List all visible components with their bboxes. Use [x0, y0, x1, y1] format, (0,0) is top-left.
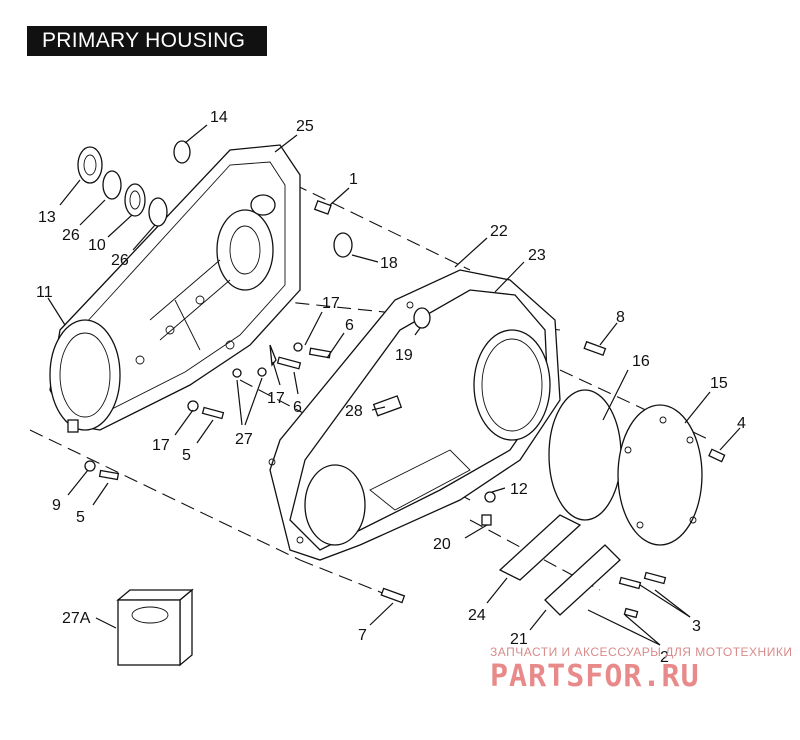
callout-17c: 17 [152, 437, 170, 454]
o-ring-16 [548, 389, 622, 521]
ring-26b [148, 197, 168, 227]
inspection-cover-parts [380, 491, 667, 619]
callout-14: 14 [210, 109, 228, 126]
callout-12: 12 [510, 481, 528, 498]
callout-8: 8 [616, 309, 625, 326]
callout-labels: 14 25 1 13 26 10 26 18 22 23 11 17 6 8 1… [36, 109, 746, 666]
callout-26a: 26 [62, 227, 80, 244]
callout-13: 13 [38, 209, 56, 226]
callout-18: 18 [380, 255, 398, 272]
screw-4 [708, 448, 726, 463]
callout-27: 27 [235, 431, 253, 448]
callout-6b: 6 [293, 399, 302, 416]
callout-4: 4 [737, 415, 746, 432]
label-28 [372, 395, 403, 417]
outer-primary-cover [268, 269, 561, 561]
seal-13 [77, 146, 103, 184]
screw-7 [380, 587, 406, 604]
callout-23: 23 [528, 247, 546, 264]
screw-8 [583, 340, 607, 357]
callout-16: 16 [632, 353, 650, 370]
derby-cover-15 [617, 404, 703, 546]
callout-15: 15 [710, 375, 728, 392]
derby-cover-parts [548, 340, 726, 546]
cover-21 [544, 544, 621, 616]
callout-17b: 17 [267, 390, 285, 407]
gasket-24 [498, 514, 582, 581]
bearing-10 [124, 183, 146, 217]
callout-21: 21 [510, 631, 528, 648]
dowel-1 [313, 200, 332, 215]
callout-3: 3 [692, 618, 701, 635]
callout-5a: 5 [182, 447, 191, 464]
callout-20: 20 [433, 536, 451, 553]
bearing-parts [77, 140, 353, 258]
seal-14 [173, 140, 191, 164]
callout-17a: 17 [322, 295, 340, 312]
callout-7: 7 [358, 627, 367, 644]
watermark-tagline: ЗАПЧАСТИ И АКСЕССУАРЫ ДЛЯ МОТОТЕХНИКИ [490, 645, 793, 659]
kit-box-27a [116, 588, 194, 667]
page-title: PRIMARY HOUSING [27, 26, 267, 56]
watermark-brand: PARTSFOR.RU [490, 659, 700, 694]
callout-25: 25 [296, 118, 314, 135]
callout-27A: 27A [62, 610, 91, 627]
fasteners-left [84, 342, 332, 481]
callout-10: 10 [88, 237, 106, 254]
callout-19: 19 [395, 347, 413, 364]
seal-18 [333, 232, 353, 258]
dowel-19 [413, 307, 431, 329]
leader-lines [47, 124, 741, 646]
callout-5b: 5 [76, 509, 85, 526]
callout-9: 9 [52, 497, 61, 514]
callout-1: 1 [349, 171, 358, 188]
callout-24: 24 [468, 607, 486, 624]
callout-26b: 26 [111, 252, 129, 269]
plug-20 [481, 514, 492, 526]
callout-28: 28 [345, 403, 363, 420]
inner-primary-housing [49, 144, 301, 433]
callout-2: 2 [660, 649, 669, 666]
callout-11: 11 [36, 284, 53, 301]
ring-26a [102, 170, 122, 200]
callout-22: 22 [490, 223, 508, 240]
callout-6a: 6 [345, 317, 354, 334]
